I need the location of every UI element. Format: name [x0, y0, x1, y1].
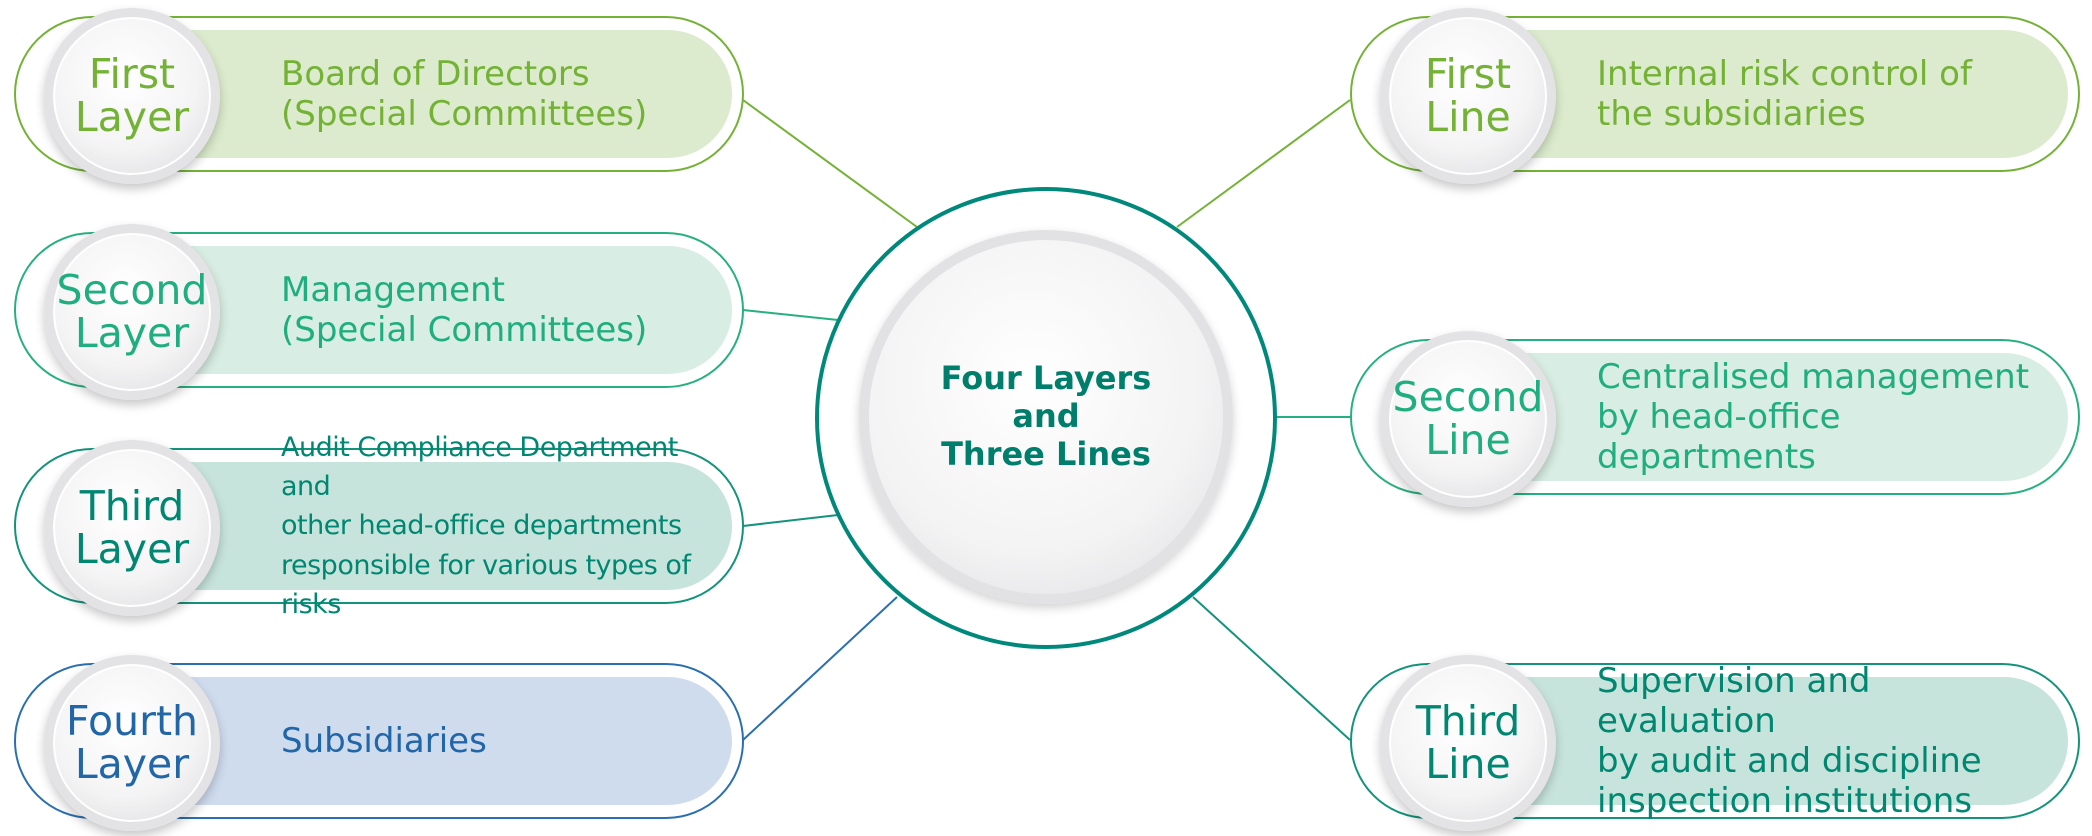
connector-first-line: [1176, 99, 1351, 228]
second-layer-description: Management (Special Committees): [281, 269, 648, 350]
second-line-node: Centralised management by head-office de…: [1350, 331, 2080, 507]
first-line-fill: [1502, 30, 2068, 158]
fourth-layer-node: Subsidiaries Fourth Layer: [14, 655, 744, 831]
connector-first-layer: [742, 99, 918, 228]
first-line-node: Internal risk control of the subsidiarie…: [1350, 8, 2080, 184]
connector-third-layer: [742, 514, 839, 527]
first-line-description: Internal risk control of the subsidiarie…: [1597, 53, 1972, 134]
third-line-description: Supervision and evaluation by audit and …: [1597, 660, 1982, 822]
connector-second-layer: [742, 309, 839, 321]
connector-fourth-layer: [742, 596, 898, 741]
second-layer-badge: Second Layer: [44, 224, 220, 400]
first-layer-node: Board of Directors (Special Committees) …: [14, 8, 744, 184]
connector-third-line: [1192, 596, 1351, 741]
second-line-badge: Second Line: [1380, 331, 1556, 507]
fourth-layer-badge: Fourth Layer: [44, 655, 220, 831]
third-line-fill: [1502, 677, 2068, 805]
second-line-description: Centralised management by head-office de…: [1597, 356, 2030, 478]
second-layer-node: Management (Special Committees) Second L…: [14, 224, 744, 400]
center-node: Four Layers and Three Lines: [859, 230, 1233, 604]
center-title: Four Layers and Three Lines: [940, 359, 1152, 473]
second-line-fill: [1502, 353, 2068, 481]
first-layer-fill: [166, 30, 732, 158]
third-layer-node: Audit Compliance Department and other he…: [14, 432, 744, 620]
third-layer-badge: Third Layer: [44, 440, 220, 616]
first-layer-badge: First Layer: [44, 8, 220, 184]
fourth-layer-description: Subsidiaries: [281, 720, 487, 761]
fourth-layer-fill: [166, 677, 732, 805]
third-layer-fill: [166, 462, 732, 590]
first-layer-description: Board of Directors (Special Committees): [281, 53, 648, 134]
third-layer-description: Audit Compliance Department and other he…: [281, 432, 691, 620]
first-line-badge: First Line: [1380, 8, 1556, 184]
third-line-node: Supervision and evaluation by audit and …: [1350, 655, 2080, 831]
second-layer-fill: [166, 246, 732, 374]
third-line-badge: Third Line: [1380, 655, 1556, 831]
